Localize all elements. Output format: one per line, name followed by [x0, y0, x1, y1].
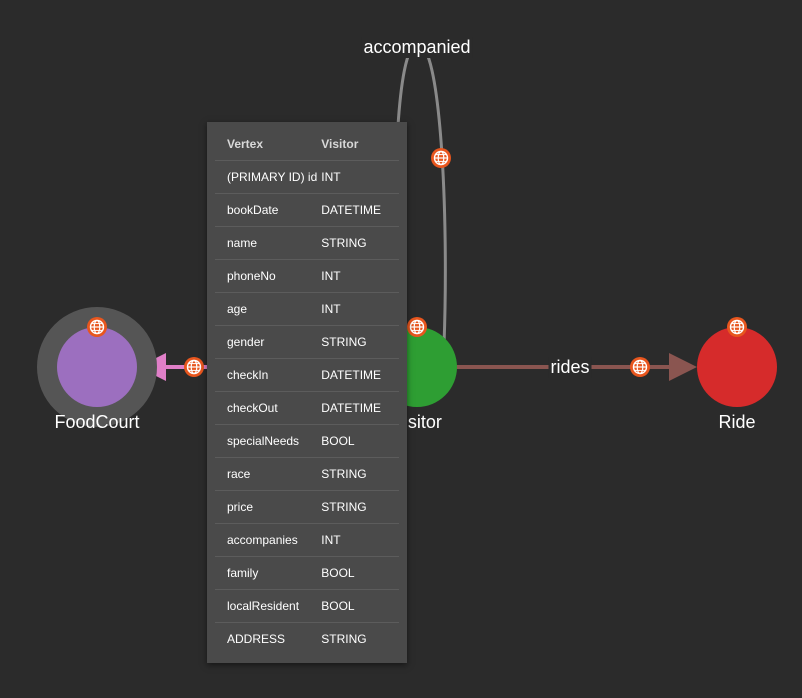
- globe-icon[interactable]: [430, 147, 452, 169]
- attribute-type: BOOL: [317, 556, 399, 590]
- attribute-name: price: [215, 490, 318, 524]
- attribute-name: checkIn: [215, 358, 318, 392]
- attribute-type: BOOL: [317, 424, 399, 458]
- attribute-name: family: [215, 556, 318, 590]
- attribute-type: DATETIME: [317, 193, 399, 227]
- attribute-name: ADDRESS: [227, 632, 286, 646]
- globe-icon[interactable]: [629, 356, 651, 378]
- attribute-type: INT: [317, 259, 399, 293]
- attribute-name: gender: [215, 325, 318, 359]
- attribute-type: STRING: [317, 325, 399, 359]
- schema-header-row: Vertex Visitor: [215, 128, 399, 161]
- schema-header-type: Visitor: [317, 128, 399, 161]
- attribute-type: STRING: [317, 226, 399, 260]
- vertex-foodcourt[interactable]: [57, 327, 137, 407]
- attribute-name: phoneNo: [215, 259, 318, 293]
- attribute-name: age: [215, 292, 318, 326]
- attribute-type: BOOL: [317, 589, 399, 623]
- globe-icon[interactable]: [183, 356, 205, 378]
- attribute-name: checkOut: [215, 391, 318, 425]
- globe-icon[interactable]: [406, 316, 428, 338]
- attribute-name: bookDate: [215, 193, 318, 227]
- attribute-type: INT: [317, 523, 399, 557]
- schema-row: ADDRESS STRING: [215, 623, 399, 656]
- attribute-name: race: [215, 457, 318, 491]
- attribute-type: DATETIME: [317, 358, 399, 392]
- attribute-type: STRING: [317, 457, 399, 491]
- edge-label-rides: rides: [548, 357, 592, 378]
- attribute-type: STRING: [321, 632, 367, 646]
- attribute-name: localResident: [215, 589, 318, 623]
- attribute-name: name: [215, 226, 318, 260]
- edge-rides-arrowhead: [669, 353, 697, 381]
- attribute-name: (PRIMARY ID) id: [215, 160, 318, 194]
- attribute-type: INT: [317, 292, 399, 326]
- vertex-label-foodcourt: FoodCourt: [54, 412, 140, 432]
- schema-header-name: Vertex: [215, 128, 318, 161]
- attribute-type: INT: [317, 160, 399, 194]
- vertex-ride[interactable]: [697, 327, 777, 407]
- edge-label-accompanied: accompanied: [361, 37, 473, 58]
- attribute-name: accompanies: [215, 523, 318, 557]
- globe-icon[interactable]: [726, 316, 748, 338]
- vertex-label-ride: Ride: [718, 412, 756, 432]
- attribute-name: specialNeeds: [215, 424, 318, 458]
- globe-icon[interactable]: [86, 316, 108, 338]
- attribute-type: STRING: [317, 490, 399, 524]
- attribute-type: DATETIME: [317, 391, 399, 425]
